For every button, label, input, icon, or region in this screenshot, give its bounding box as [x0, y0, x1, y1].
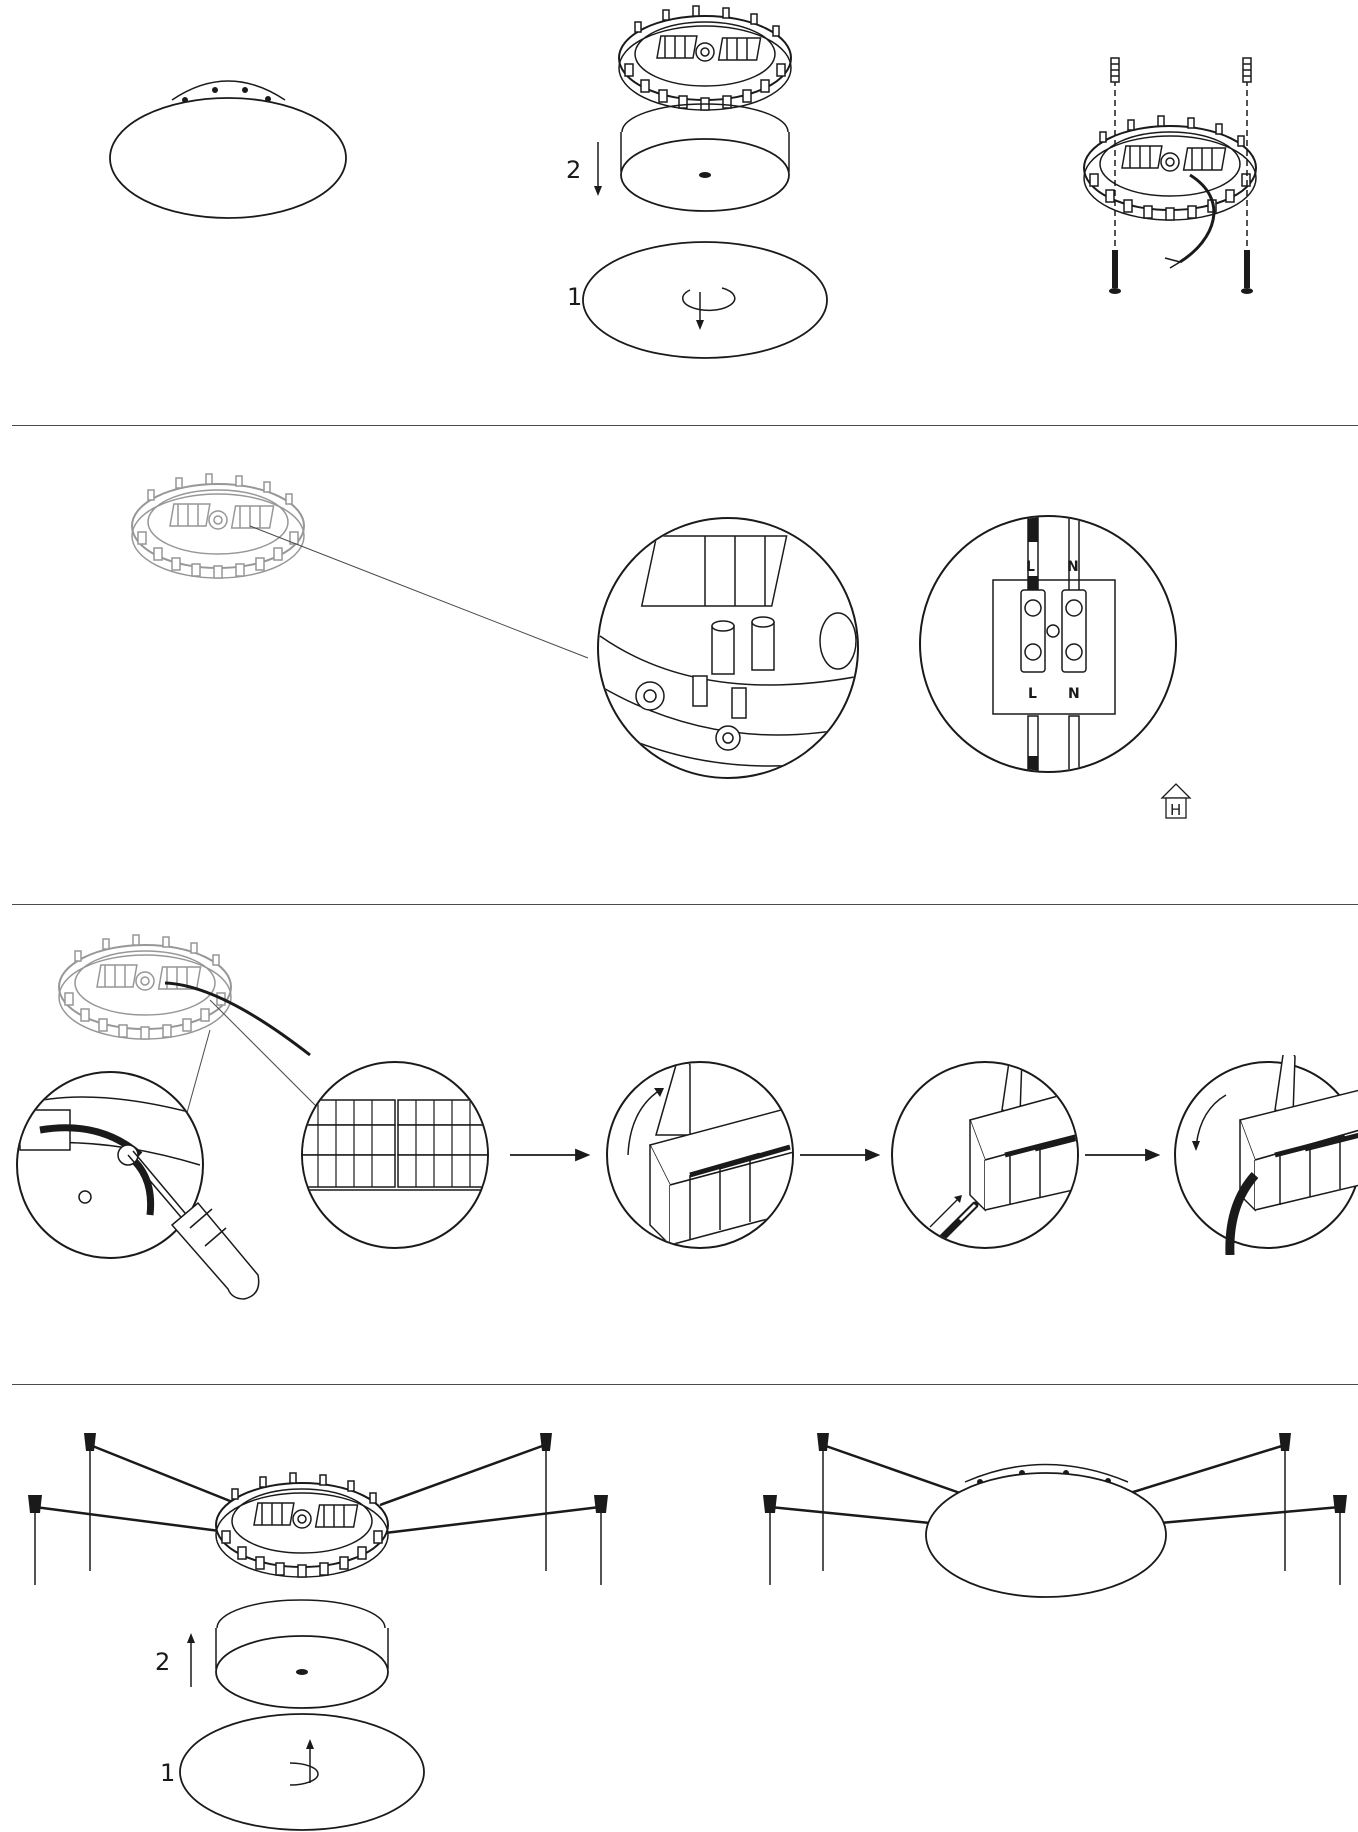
suspension-wires-left — [34, 1443, 601, 1535]
ceiling-lamp-icon — [109, 80, 347, 219]
mounting-base-icon — [618, 5, 792, 111]
inner-diffuser-icon — [620, 103, 790, 212]
bottom-n-label: N — [1068, 686, 1080, 702]
flow-arrow-icon — [510, 1148, 1161, 1162]
faded-mounting-base-icon — [58, 934, 232, 1040]
house-h-icon: H — [1160, 783, 1192, 819]
outer-diffuser-icon — [582, 241, 828, 359]
faded-mounting-base-icon — [131, 473, 305, 579]
section-2-wiring: L N L N H — [131, 473, 1192, 819]
section-divider — [12, 425, 1358, 426]
down-arrow-icon — [594, 142, 602, 196]
top-l-label: L — [1026, 559, 1035, 575]
wall-plug-icon — [1110, 57, 1252, 83]
open-lever-step — [606, 1061, 794, 1249]
insert-wire-step — [891, 1061, 1079, 1249]
suspension-wires-right — [769, 1443, 1341, 1525]
step-2-label: 2 — [155, 1648, 170, 1676]
section-3-connection — [16, 934, 1358, 1300]
mounting-base-icon — [215, 1472, 389, 1578]
step-2-label: 2 — [566, 156, 581, 184]
section-1-dismantle: 2 1 — [109, 5, 1257, 359]
section-4-reassemble: 2 1 — [28, 1433, 1347, 1831]
house-letter: H — [1170, 801, 1181, 819]
step-1-label: 1 — [567, 283, 582, 311]
screw-icon — [1109, 250, 1253, 294]
terminal-rows-detail — [301, 1061, 489, 1249]
step-1-label: 1 — [160, 1759, 175, 1787]
terminal-block-icon — [1020, 589, 1087, 673]
section-divider — [12, 904, 1358, 905]
close-lever-step — [1174, 1055, 1358, 1255]
screwdriver-icon — [127, 1150, 260, 1300]
bottom-l-label: L — [1028, 686, 1037, 702]
wiring-diagram: L N L N — [919, 515, 1177, 773]
terminal-zoom-detail — [597, 517, 859, 779]
section-divider — [12, 1384, 1358, 1385]
up-arrow-icon — [187, 1633, 195, 1687]
suspension-posts-left — [28, 1433, 608, 1585]
cable-icon — [164, 981, 311, 1057]
outer-diffuser-icon — [179, 1713, 425, 1831]
suspension-posts-right — [763, 1433, 1347, 1585]
mounted-base-with-screws-icon — [1083, 57, 1257, 294]
strain-relief-detail — [16, 1071, 204, 1259]
ceiling-lamp-icon — [925, 1463, 1167, 1598]
top-n-label: N — [1067, 559, 1079, 575]
inner-diffuser-icon — [215, 1599, 389, 1709]
